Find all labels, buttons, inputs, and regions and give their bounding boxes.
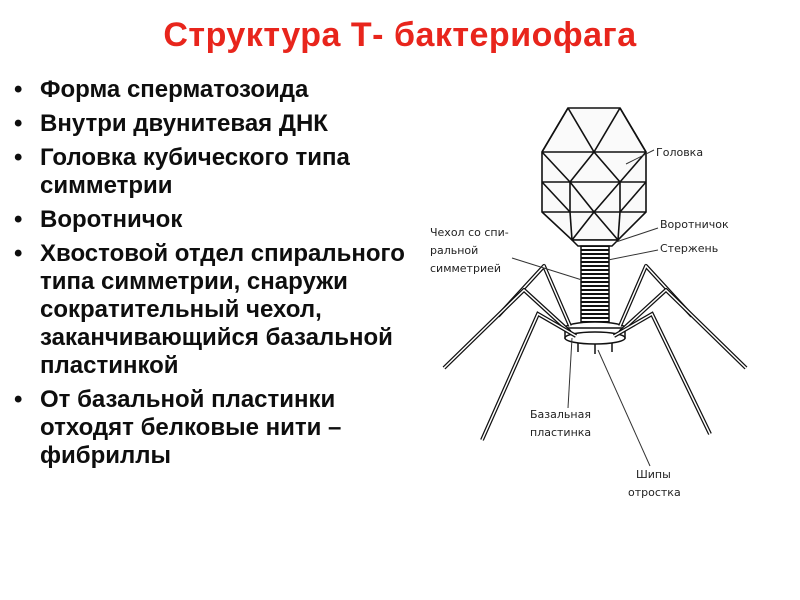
bullet-text: Воротничок [40,206,183,233]
bullet-item: • От базальной пластинки отходят белковые… [14,386,406,470]
phage-sheath [580,245,610,327]
label-collar: Воротничок [660,218,729,231]
phage-collar [570,239,620,247]
bullet-item: • Хвостовой отдел спирального типа симмет… [14,240,406,380]
bullet-list: • Форма сперматозоида • Внутри двунитевая … [14,76,406,476]
phage-head [541,107,647,241]
page-title: Структура Т- бактериофага [163,16,637,54]
bullet-item: • Головка кубического типа симметрии [14,144,406,200]
bullet-text: Головка кубического типа симметрии [40,144,350,199]
bullet-text: От базальной пластинки отходят белковые … [40,386,342,469]
label-spikes-line-2: отростка [628,486,681,499]
label-sheath-line-1: Чехол со спи- [430,226,509,239]
bullet-marker: • [14,110,23,137]
bullet-marker: • [14,144,23,171]
bacteriophage-diagram: Головка Воротничок Стержень Чехол со спи… [430,107,748,499]
label-base-line-2: пластинка [530,426,591,439]
bullet-text: Хвостовой отдел спирального типа симметр… [40,240,405,379]
label-rod: Стержень [660,242,718,255]
phage-tail-fibers [442,264,748,441]
bullet-marker: • [14,76,23,103]
bullet-marker: • [14,386,23,413]
bullet-text: Внутри двунитевая ДНК [40,110,328,137]
phage-base-plate [564,321,626,354]
bullet-text: Форма сперматозоида [40,76,309,103]
bullet-marker: • [14,240,23,267]
bullet-item: • Форма сперматозоида [14,76,406,104]
label-base-line-1: Базальная [530,408,591,421]
label-spikes-line-1: Шипы [636,468,671,481]
label-head: Головка [656,146,703,159]
label-leader-lines [511,149,659,467]
label-sheath-line-2: ральной [430,244,478,257]
bullet-marker: • [14,206,23,233]
bullet-item: • Внутри двунитевая ДНК [14,110,406,138]
label-sheath-line-3: симметрией [430,262,501,275]
bullet-item: • Воротничок [14,206,406,234]
